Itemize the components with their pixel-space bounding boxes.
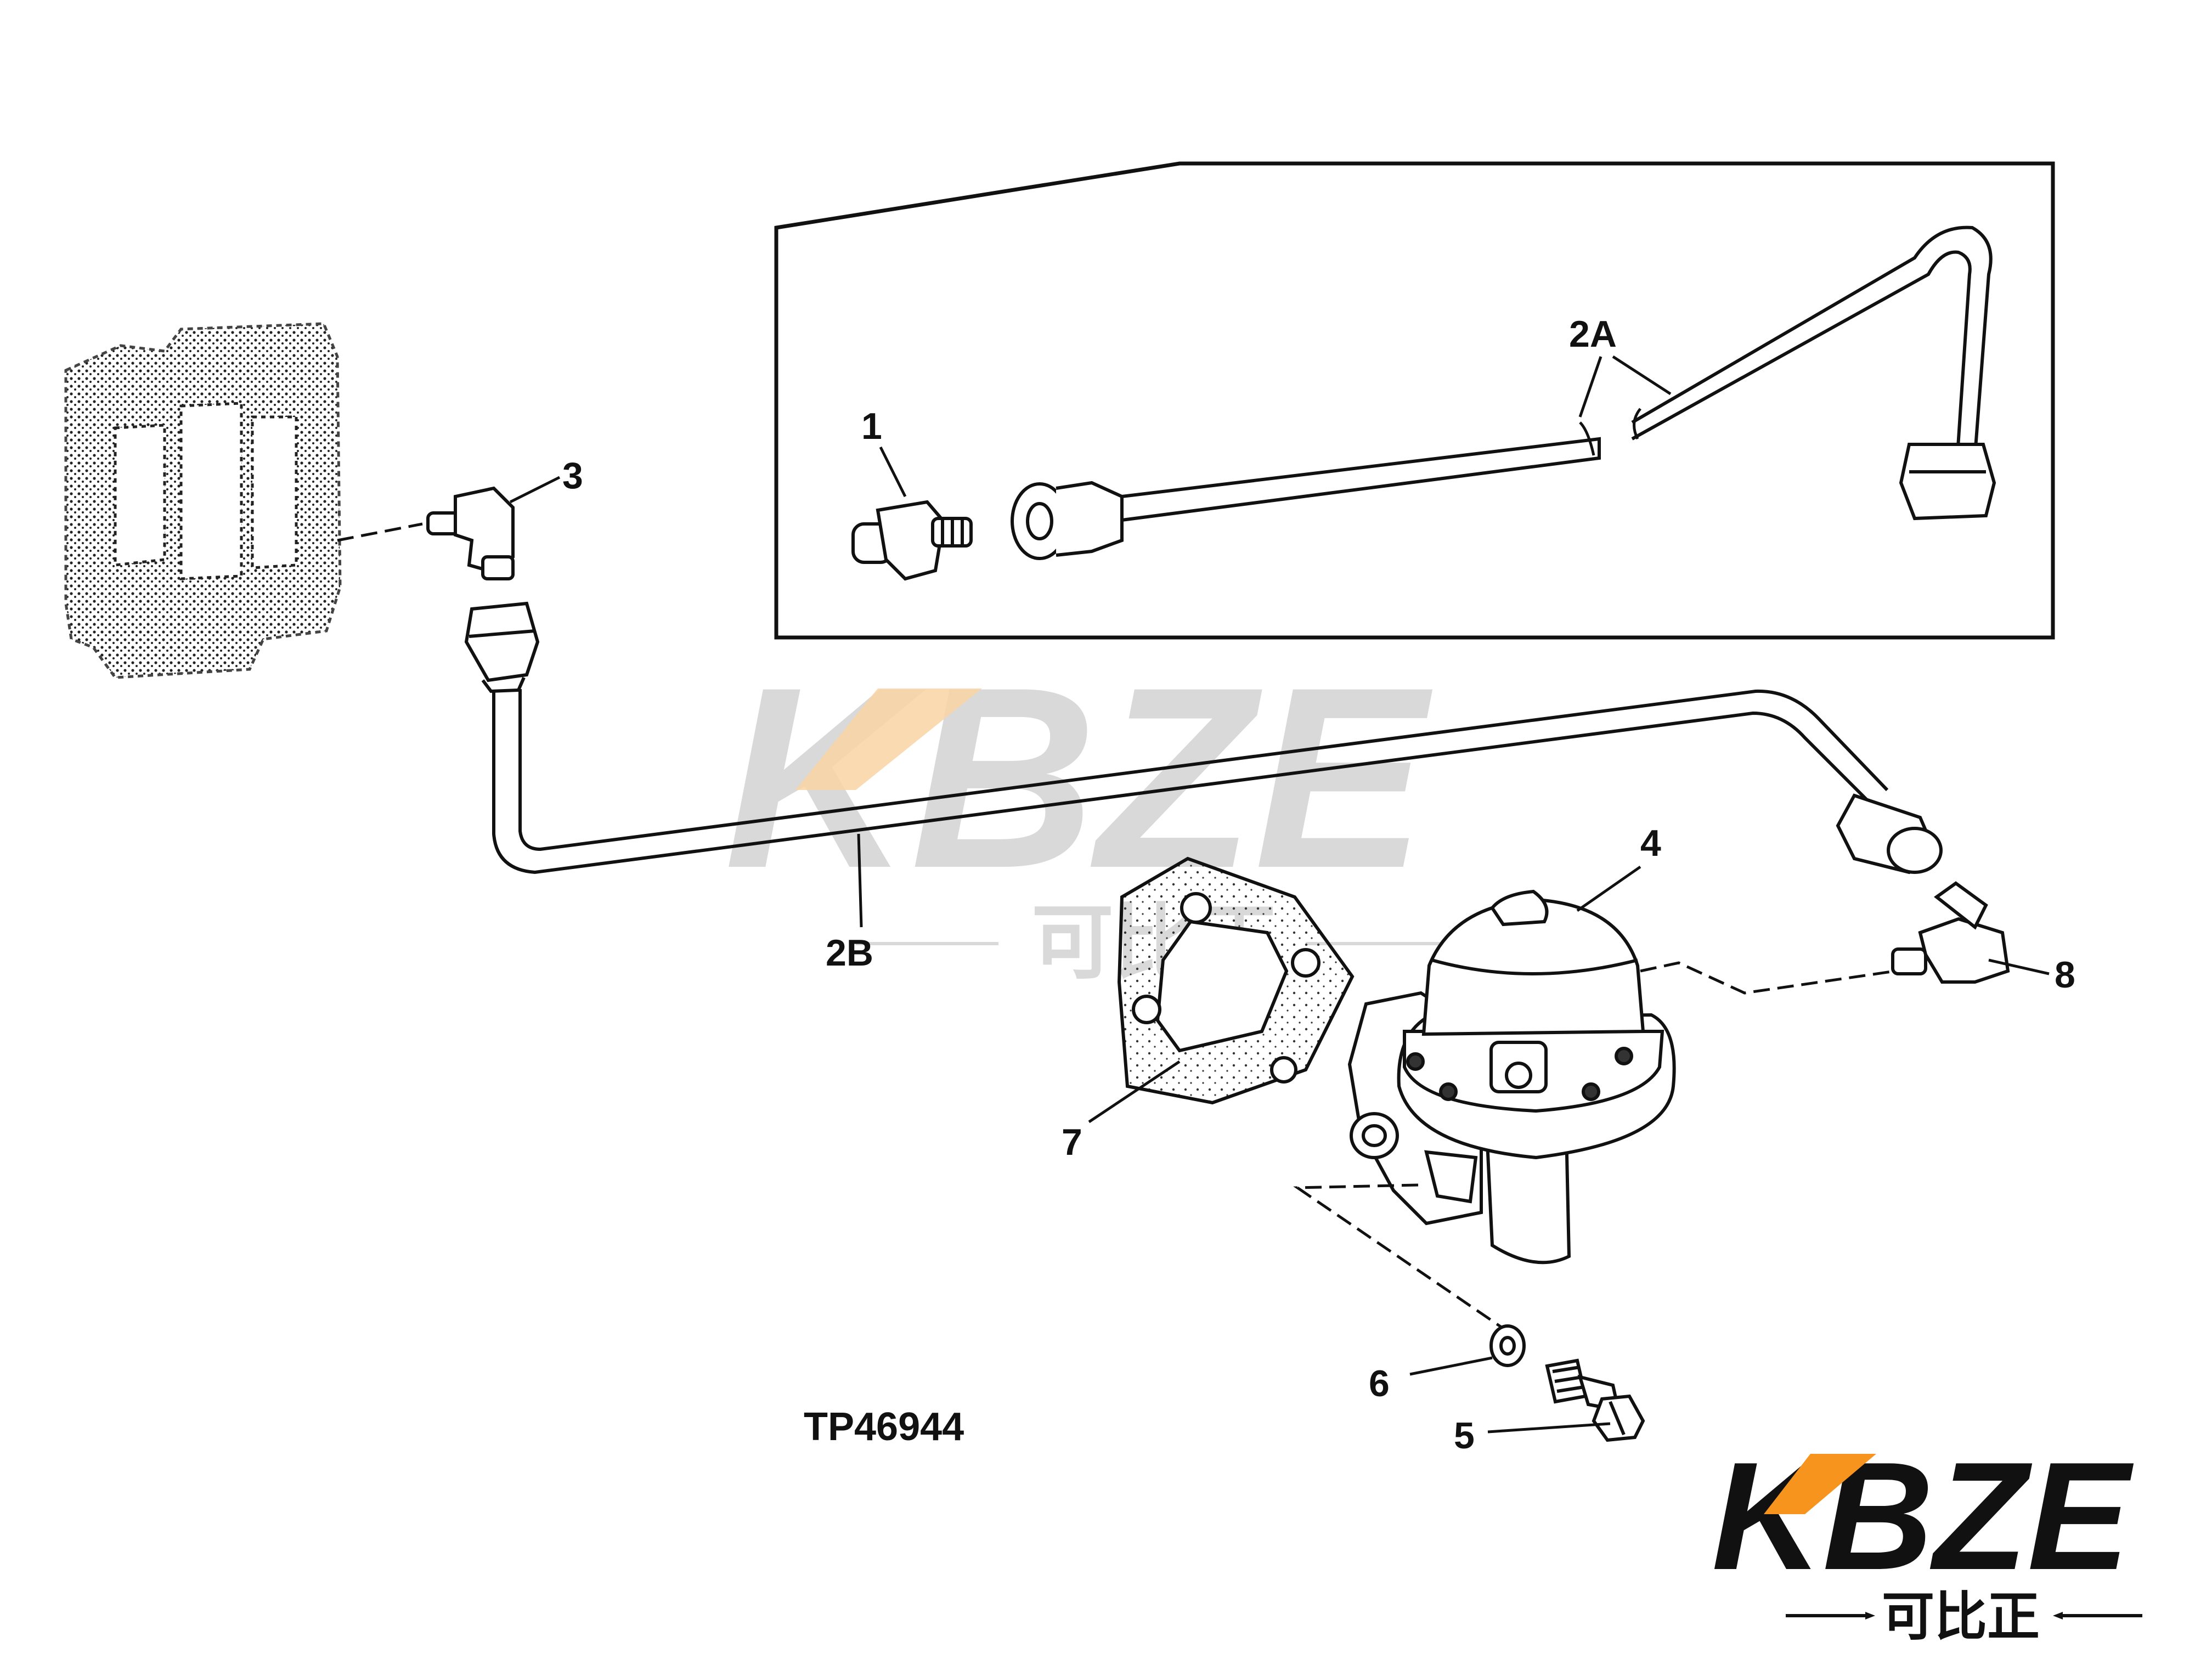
part-1-fitting bbox=[851, 500, 973, 581]
callout-4: 4 bbox=[1640, 822, 1661, 864]
leader-2b bbox=[857, 833, 863, 928]
logo-accent bbox=[1764, 1454, 1876, 1514]
callout-8: 8 bbox=[2055, 954, 2075, 996]
leader-1 bbox=[879, 446, 907, 498]
part-3-elbow bbox=[426, 486, 515, 580]
callout-2b: 2B bbox=[826, 932, 873, 974]
leader-2a-right bbox=[1612, 355, 1672, 396]
leader-5 bbox=[1487, 1422, 1611, 1434]
part-6-washer bbox=[1489, 1324, 1526, 1367]
dash-line-3 bbox=[337, 522, 423, 542]
callout-1: 1 bbox=[861, 405, 882, 447]
part-7-gasket bbox=[1117, 856, 1355, 1105]
leader-6 bbox=[1409, 1356, 1493, 1376]
watermark-accent bbox=[795, 689, 982, 790]
callout-6: 6 bbox=[1369, 1363, 1390, 1404]
leader-4 bbox=[1576, 865, 1641, 912]
dash-line-6 bbox=[1293, 1183, 1515, 1338]
callout-5: 5 bbox=[1454, 1415, 1475, 1457]
leader-7 bbox=[1088, 1060, 1181, 1124]
figure-id: TP46944 bbox=[804, 1405, 964, 1449]
part-5-bolt bbox=[1545, 1358, 1645, 1442]
leader-2a-left bbox=[1578, 356, 1602, 417]
part-4-fuel-pump bbox=[1347, 889, 1676, 1265]
callout-3: 3 bbox=[562, 455, 583, 496]
callout-7: 7 bbox=[1062, 1121, 1082, 1163]
leader-8 bbox=[1988, 958, 2050, 975]
watermark: KBZE 可比正 bbox=[724, 634, 1448, 991]
dash-line-8 bbox=[1640, 961, 1896, 995]
inset-box bbox=[774, 161, 2055, 640]
part-8-elbow bbox=[1891, 881, 2010, 984]
logo-text: KBZE bbox=[1712, 1431, 2135, 1602]
engine-block-ghost bbox=[64, 322, 342, 679]
logo-subtext: 可比正 bbox=[1882, 1586, 2040, 1647]
callout-2a: 2A bbox=[1569, 313, 1617, 355]
brand-logo: KBZE 可比正 bbox=[1712, 1431, 2142, 1647]
part-2b-tube bbox=[464, 601, 1943, 874]
leader-3 bbox=[509, 476, 561, 504]
part-2a-tube bbox=[1011, 225, 1996, 560]
